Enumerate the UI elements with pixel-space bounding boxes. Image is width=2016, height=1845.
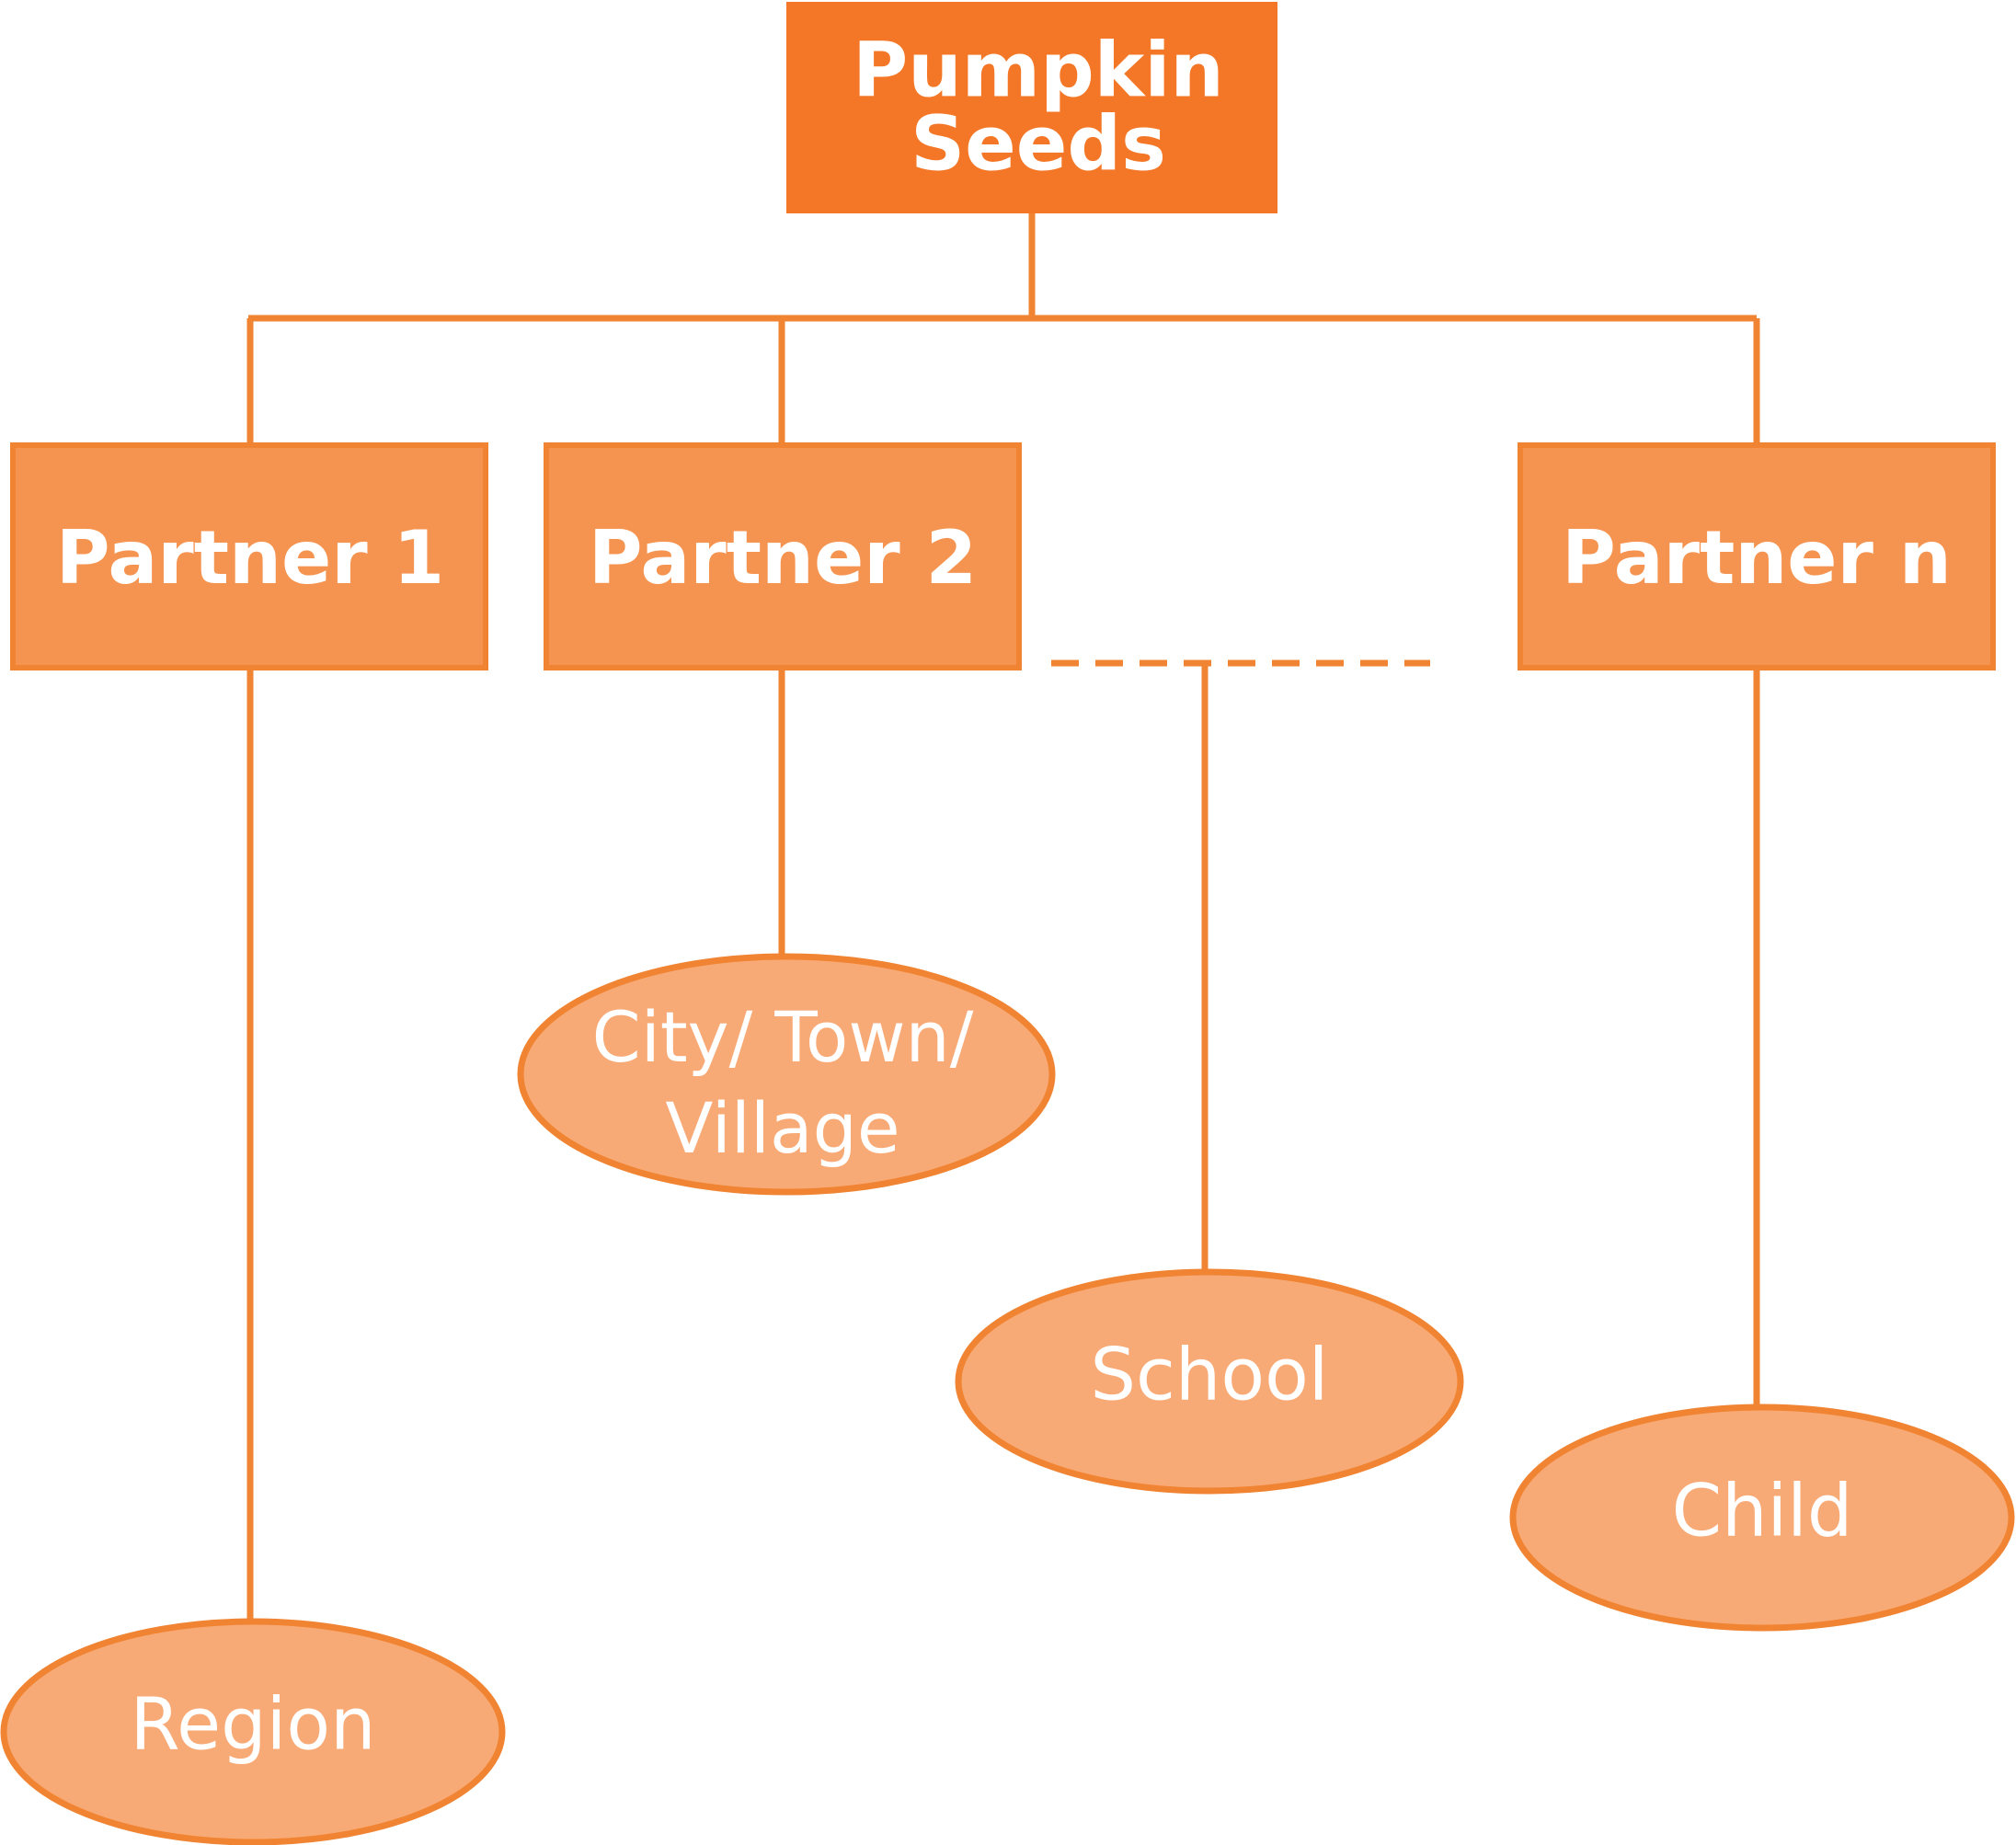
partner-2-node: Partner 2 (544, 442, 1022, 670)
partner-1-box (10, 442, 488, 670)
root-label-line1: Pumpkin (853, 27, 1224, 114)
root-label-line2: Seeds (911, 100, 1166, 188)
connectors (246, 213, 1760, 1621)
partner-1-label: Partner 1 (56, 515, 444, 601)
region-label: Region (130, 1683, 375, 1766)
partner-1-node: Partner 1 (10, 442, 488, 670)
partner-n-node: Partner n (1518, 442, 1996, 670)
city-town-village-ellipse (517, 953, 1056, 1196)
city-town-village-label-line1: City/ Town/ (592, 996, 974, 1078)
city-town-village-node: City/ Town/ Village (517, 953, 1056, 1196)
school-label: School (1091, 1334, 1329, 1416)
partner-2-box (544, 442, 1022, 670)
child-label: Child (1672, 1470, 1853, 1553)
partner-n-label: Partner n (1562, 515, 1952, 601)
partner-2-label: Partner 2 (589, 515, 977, 601)
school-ellipse (955, 1268, 1464, 1495)
child-node: Child (1509, 1404, 2015, 1632)
child-ellipse (1509, 1404, 2015, 1632)
city-town-village-label-line2: Village (665, 1087, 899, 1169)
root-box (786, 2, 1277, 213)
region-ellipse (0, 1618, 506, 1845)
partner-n-box (1518, 442, 1996, 670)
region-node: Region (0, 1618, 506, 1845)
root-node: Pumpkin Seeds (786, 2, 1277, 213)
school-node: School (955, 1268, 1464, 1495)
